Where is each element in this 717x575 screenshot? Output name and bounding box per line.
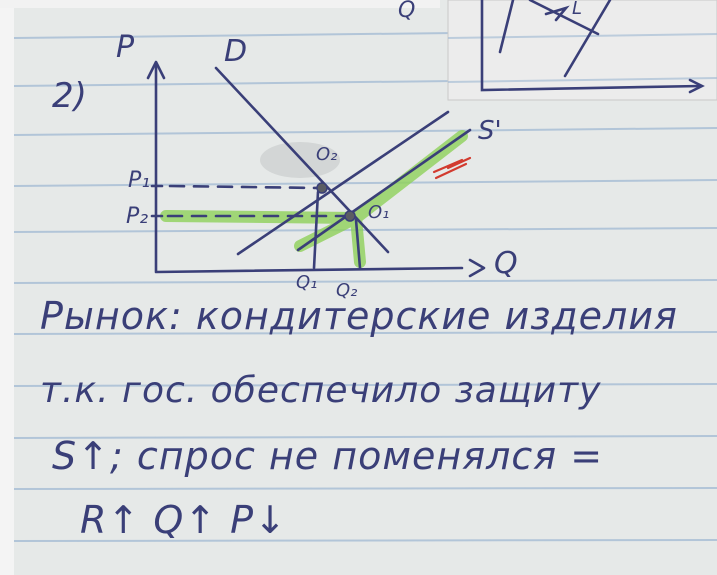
inset-label-fragment: L xyxy=(572,0,583,19)
demand-label: D xyxy=(224,34,248,69)
note-line-2: т.к. гос. обеспечило защиту xyxy=(40,370,602,411)
problem-number: 2) xyxy=(52,76,87,116)
note-line-1: Рынок: кондитерские изделия xyxy=(40,294,678,338)
point-o1-label: O₁ xyxy=(368,202,390,223)
price-1-label: P₁ xyxy=(128,168,151,193)
quantity-2-label: Q₂ xyxy=(336,280,358,301)
price-2-label: P₂ xyxy=(126,204,149,229)
point-o2-label: O₂ xyxy=(316,144,338,165)
quantity-axis-label: Q xyxy=(494,246,518,281)
note-line-3: S↑; спрос не поменялся = xyxy=(52,434,604,478)
price-axis-label: P xyxy=(116,30,135,65)
supply-new-label: S' xyxy=(478,116,502,146)
inset-q-fragment: Q xyxy=(398,0,416,23)
inset-previous-figure xyxy=(447,0,717,101)
quantity-1-label: Q₁ xyxy=(296,272,318,293)
note-line-4: R↑ Q↑ P↓ xyxy=(80,498,287,542)
supply-demand-diagram xyxy=(146,60,486,278)
